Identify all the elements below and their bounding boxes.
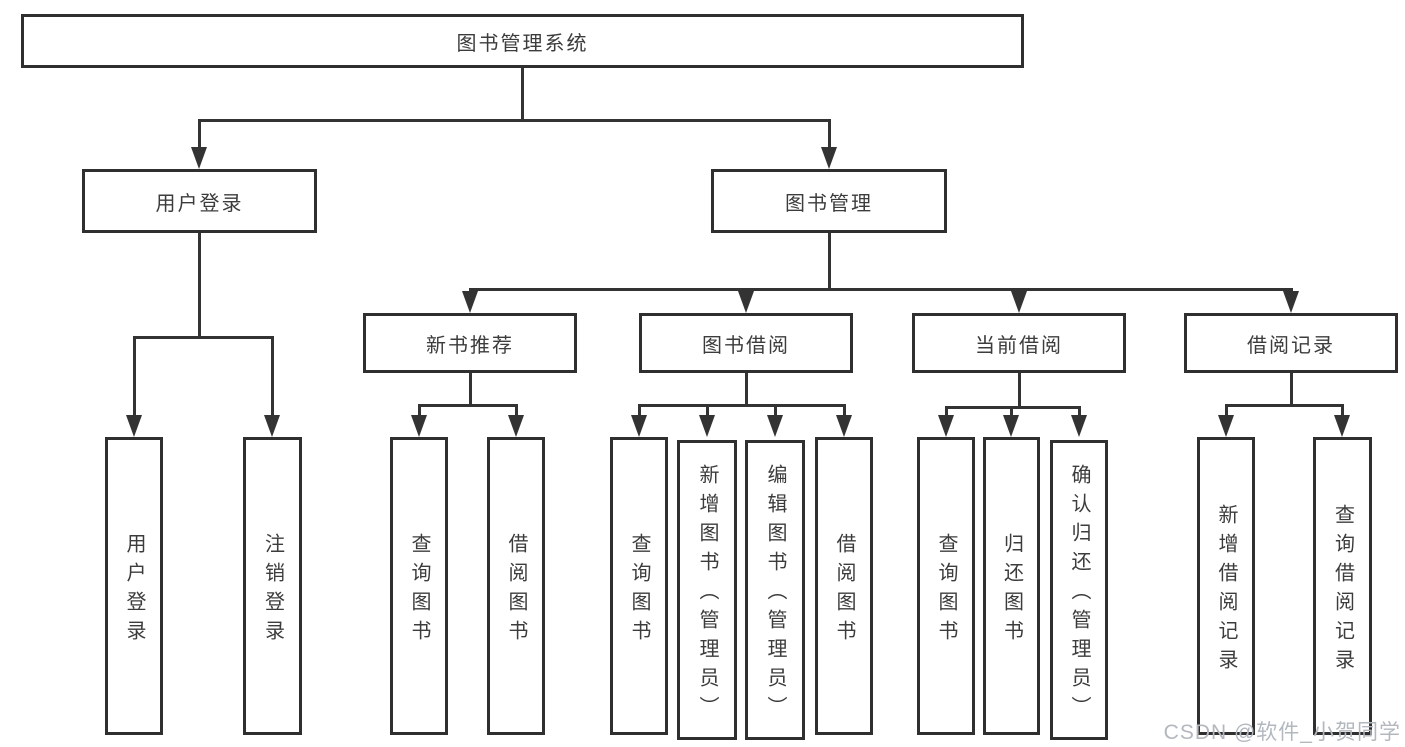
- connector-arrowhead-icon: [126, 415, 142, 437]
- node-label-query-books-3: 查询图书: [935, 532, 957, 649]
- connector-line: [417, 404, 518, 407]
- connector-line: [468, 373, 472, 407]
- node-user-login: 用户登录: [105, 437, 163, 735]
- node-label-user-login: 用户登录: [123, 532, 145, 649]
- connector-line: [417, 404, 421, 421]
- node-current-borrowing: 当前借阅: [912, 313, 1126, 373]
- node-user-login-module: 用户登录: [82, 169, 317, 233]
- node-label-confirm-return-admin: 确认归还（管理员）: [1068, 464, 1090, 725]
- connector-arrowhead-icon: [631, 415, 647, 437]
- connector-arrowhead-icon: [1071, 415, 1087, 437]
- connector-line: [132, 336, 274, 339]
- node-return-books: 归还图书: [983, 437, 1040, 735]
- node-label-borrowing-records: 借阅记录: [1247, 334, 1335, 357]
- node-book-borrowing: 图书借阅: [639, 313, 853, 373]
- connector-line: [637, 404, 846, 407]
- node-label-borrow-books-1: 借阅图书: [505, 532, 527, 649]
- connector-arrowhead-icon: [821, 147, 837, 169]
- node-query-books-1: 查询图书: [390, 437, 448, 735]
- connector-line: [705, 404, 709, 421]
- node-label-root: 图书管理系统: [456, 32, 589, 55]
- node-label-book-management: 图书管理: [785, 192, 873, 215]
- connector-line: [1077, 406, 1081, 421]
- node-query-books-3: 查询图书: [917, 437, 975, 735]
- node-label-query-borrow-record: 查询借阅记录: [1331, 503, 1354, 678]
- node-new-book-recommend: 新书推荐: [363, 313, 577, 373]
- connector-arrowhead-icon: [191, 147, 207, 169]
- connector-arrowhead-icon: [508, 415, 524, 437]
- node-label-add-borrow-record: 新增借阅记录: [1215, 503, 1237, 678]
- node-book-management: 图书管理: [711, 169, 947, 233]
- node-label-query-books-2: 查询图书: [628, 532, 650, 649]
- node-query-borrow-record: 查询借阅记录: [1313, 437, 1372, 735]
- connector-arrowhead-icon: [699, 415, 715, 437]
- connector-line: [1340, 404, 1344, 421]
- node-borrow-books-1: 借阅图书: [487, 437, 545, 735]
- connector-arrowhead-icon: [1218, 415, 1234, 437]
- node-label-add-books-admin: 新增图书（管理员）: [696, 464, 718, 725]
- connector-arrowhead-icon: [462, 291, 478, 313]
- connector-arrowhead-icon: [264, 415, 280, 437]
- node-confirm-return-admin: 确认归还（管理员）: [1050, 440, 1108, 740]
- connector-arrowhead-icon: [767, 415, 783, 437]
- node-label-query-books-1: 查询图书: [408, 532, 430, 649]
- connector-line: [270, 336, 274, 421]
- connector-line: [1009, 406, 1013, 421]
- connector-line: [197, 119, 831, 122]
- node-label-borrow-books-2: 借阅图书: [833, 532, 855, 649]
- connector-line: [827, 233, 831, 291]
- connector-arrowhead-icon: [1334, 415, 1350, 437]
- connector-line: [520, 68, 524, 122]
- node-borrowing-records: 借阅记录: [1184, 313, 1398, 373]
- connector-arrowhead-icon: [1283, 291, 1299, 313]
- connector-line: [944, 406, 948, 421]
- connector-arrowhead-icon: [836, 415, 852, 437]
- node-query-books-2: 查询图书: [610, 437, 668, 735]
- node-add-borrow-record: 新增借阅记录: [1197, 437, 1255, 735]
- connector-line: [842, 404, 846, 421]
- node-label-new-book-recommend: 新书推荐: [426, 334, 514, 357]
- connector-line: [514, 404, 518, 421]
- node-label-user-login-module: 用户登录: [155, 192, 244, 215]
- connector-line: [637, 404, 641, 421]
- node-root: 图书管理系统: [21, 14, 1024, 68]
- node-add-books-admin: 新增图书（管理员）: [677, 440, 737, 740]
- connector-line: [197, 119, 201, 153]
- node-edit-books-admin: 编辑图书（管理员）: [745, 440, 805, 740]
- connector-line: [197, 233, 201, 339]
- connector-line: [1224, 404, 1344, 407]
- connector-arrowhead-icon: [411, 415, 427, 437]
- watermark: CSDN @软件_小贺同学: [1163, 721, 1401, 744]
- connector-arrowhead-icon: [738, 291, 754, 313]
- connector-line: [773, 404, 777, 421]
- connector-line: [1224, 404, 1228, 421]
- node-label-edit-books-admin: 编辑图书（管理员）: [764, 464, 786, 725]
- connector-line: [468, 288, 1293, 291]
- node-borrow-books-2: 借阅图书: [815, 437, 873, 735]
- node-logout: 注销登录: [243, 437, 302, 735]
- connector-line: [744, 373, 748, 407]
- node-label-logout: 注销登录: [261, 532, 284, 649]
- connector-line: [827, 119, 831, 153]
- node-label-return-books: 归还图书: [1000, 532, 1023, 649]
- connector-line: [944, 406, 1081, 409]
- connector-line: [132, 336, 136, 421]
- connector-line: [1017, 373, 1021, 409]
- node-label-book-borrowing: 图书借阅: [702, 334, 790, 357]
- connector-arrowhead-icon: [1011, 291, 1027, 313]
- node-label-current-borrowing: 当前借阅: [975, 334, 1063, 357]
- connector-arrowhead-icon: [1003, 415, 1019, 437]
- connector-arrowhead-icon: [938, 415, 954, 437]
- connector-line: [1289, 373, 1293, 407]
